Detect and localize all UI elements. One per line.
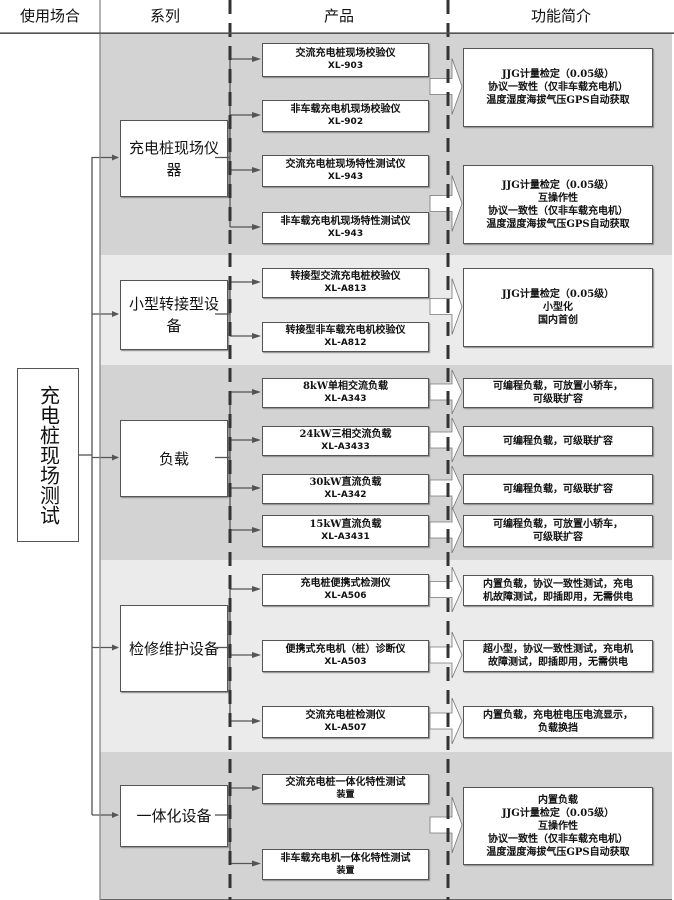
product-box: 交流充电桩现场校验仪 XL-903 (262, 43, 429, 77)
product-box: 转接型交流充电桩校验仪 XL-A813 (262, 268, 429, 298)
product-code: 装置 (336, 790, 355, 800)
feature-line: 机故障测试，即插即用，无需供电 (483, 591, 633, 603)
feature-box: 内置负载，协议一致性测试，充电机故障测试，即插即用，无需供电 (463, 575, 653, 606)
series-label: 检修维护设备 (128, 639, 219, 658)
feature-line: 小型化 (543, 302, 573, 313)
feature-line: JJG计量检定（0.05级） (501, 179, 615, 191)
series-label: 小型转接型设备 (128, 295, 219, 335)
product-code: XL-902 (327, 117, 364, 127)
feature-line: 协议一致性（仅非车载充电机） (488, 205, 628, 217)
header-product: 产品 (230, 0, 448, 34)
feature-line: 国内首创 (538, 315, 578, 326)
product-box: 30kW直流负载 XL-A342 (262, 474, 429, 504)
product-code: XL-A3431 (321, 532, 370, 542)
feature-line: 可编程负载，可级联扩容 (503, 483, 613, 495)
product-code: XL-A507 (324, 723, 367, 733)
feature-box: JJG计量检定（0.05级）互操作性协议一致性（仅非车载充电机）温度湿度海拔气压… (463, 165, 653, 244)
feature-line: 超小型，协议一致性测试，充电机 (483, 644, 633, 655)
feature-line: JJG计量检定（0.05级） (501, 69, 615, 80)
product-name: 转接型交流充电桩校验仪 (290, 271, 401, 282)
series-box: 小型转接型设备 (120, 280, 228, 350)
feature-box: JJG计量检定（0.05级） 协议一致性（仅非车载充电机） 温度湿度海拔气压GPS自… (463, 48, 653, 127)
product-box: 非车载充电机一体化特性测试装置 (262, 849, 429, 880)
product-box: 交流充电桩现场特性测试仪 XL-943 (262, 155, 429, 187)
header-scene: 使用场合 (0, 0, 100, 34)
product-box: 非车载充电机现场校验仪 XL-902 (262, 100, 429, 132)
product-box: 非车载充电机现场特性测试仪 XL-943 (262, 212, 429, 244)
product-name: 24kW三相交流负载 (299, 429, 392, 440)
product-code: XL-A813 (324, 284, 367, 294)
product-box: 转接型非车载充电机校验仪 XL-A812 (262, 322, 429, 352)
product-box: 24kW三相交流负载 XL-A3433 (262, 426, 429, 456)
series-box: 负载 (120, 420, 228, 497)
feature-line: 内置负载 (538, 794, 578, 806)
product-box: 交流充电桩一体化特性测试装置 (262, 774, 429, 804)
product-code: XL-903 (327, 61, 364, 71)
product-name: 30kW直流负载 (309, 477, 382, 488)
product-box: 8kW单相交流负载 XL-A343 (262, 378, 429, 408)
feature-line: 故障测试，即插即用，无需供电 (488, 657, 628, 668)
feature-box: 内置负载，充电桩电压电流显示， 负载换挡 (463, 706, 653, 738)
product-box: 15kW直流负载 XL-A3431 (262, 515, 429, 547)
product-box: 交流充电桩检测仪 XL-A507 (262, 706, 429, 738)
feature-line: 内置负载，充电桩电压电流显示， (483, 710, 633, 721)
feature-box: 可编程负载，可级联扩容 (463, 426, 653, 456)
feature-line: 可级联扩容 (533, 394, 583, 405)
product-code: XL-A343 (324, 394, 367, 404)
product-name: 15kW直流负载 (309, 519, 382, 530)
feature-line: 内置负载，协议一致性测试，充电 (483, 578, 633, 590)
product-name: 交流充电桩一体化特性测试 (285, 777, 406, 788)
feature-box: 可编程负载，可级联扩容 (463, 474, 653, 504)
feature-line: 温度湿度海拔气压GPS自动获取 (486, 846, 630, 858)
feature-line: 可编程负载，可级联扩容 (503, 435, 613, 447)
product-name: 充电桩便携式检测仪 (300, 578, 391, 589)
feature-line: 温度湿度海拔气压GPS自动获取 (486, 95, 630, 106)
product-code: XL-943 (327, 172, 364, 182)
product-code: 装置 (336, 865, 355, 876)
feature-line: 互操作性 (538, 820, 578, 832)
product-code: XL-943 (327, 229, 364, 239)
series-label: 一体化设备 (136, 807, 212, 825)
product-name: 交流充电桩现场特性测试仪 (285, 159, 406, 170)
feature-box: 超小型，协议一致性测试，充电机故障测试，即插即用，无需供电 (463, 640, 653, 672)
product-name: 非车载充电机一体化特性测试 (280, 852, 411, 864)
product-box: 便携式充电机（桩）诊断仪 XL-A503 (262, 640, 429, 672)
product-name: 交流充电桩现场校验仪 (295, 48, 396, 59)
feature-line: 互操作性 (538, 192, 578, 204)
product-code: XL-A3433 (321, 442, 370, 452)
product-code: XL-A342 (324, 490, 367, 500)
scene-box: 充电桩现场测试 (17, 368, 79, 542)
product-name: 转接型非车载充电机校验仪 (285, 325, 406, 336)
product-name: 8kW单相交流负载 (302, 381, 389, 392)
feature-line: 温度湿度海拔气压GPS自动获取 (486, 218, 630, 230)
product-name: 非车载充电机现场校验仪 (290, 104, 401, 115)
feature-line: 负载换挡 (538, 723, 578, 734)
series-label: 负载 (158, 449, 189, 468)
series-box: 充电桩现场仪器 (120, 120, 228, 197)
feature-box: 可编程负载，可放置小轿车， 可级联扩容 (463, 378, 653, 408)
product-code: XL-A812 (324, 338, 367, 348)
feature-line: 可编程负载，可放置小轿车， (493, 381, 623, 392)
feature-line: 协议一致性（仅非车载充电机） (488, 82, 628, 93)
header-series: 系列 (100, 0, 230, 34)
feature-box: 可编程负载，可放置小轿车， 可级联扩容 (463, 515, 653, 547)
feature-line: 协议一致性（仅非车载充电机） (488, 833, 628, 845)
feature-line: 可编程负载，可放置小轿车， (493, 519, 623, 530)
series-label: 充电桩现场仪器 (128, 138, 219, 179)
product-name: 非车载充电机现场特性测试仪 (280, 216, 411, 227)
feature-line: JJG计量检定（0.05级） (501, 807, 615, 819)
feature-line: 可级联扩容 (533, 532, 583, 543)
series-box: 检修维护设备 (120, 605, 228, 692)
feature-line: JJG计量检定（0.05级） (501, 289, 615, 300)
feature-box: JJG计量检定（0.05级） 小型化国内首创 (463, 268, 653, 347)
product-name: 交流充电桩检测仪 (305, 710, 386, 721)
series-box: 一体化设备 (120, 785, 228, 847)
product-name: 便携式充电机（桩）诊断仪 (285, 644, 406, 655)
product-code: XL-A503 (324, 657, 367, 667)
product-code: XL-A506 (324, 591, 367, 601)
product-box: 充电桩便携式检测仪 XL-A506 (262, 574, 429, 606)
